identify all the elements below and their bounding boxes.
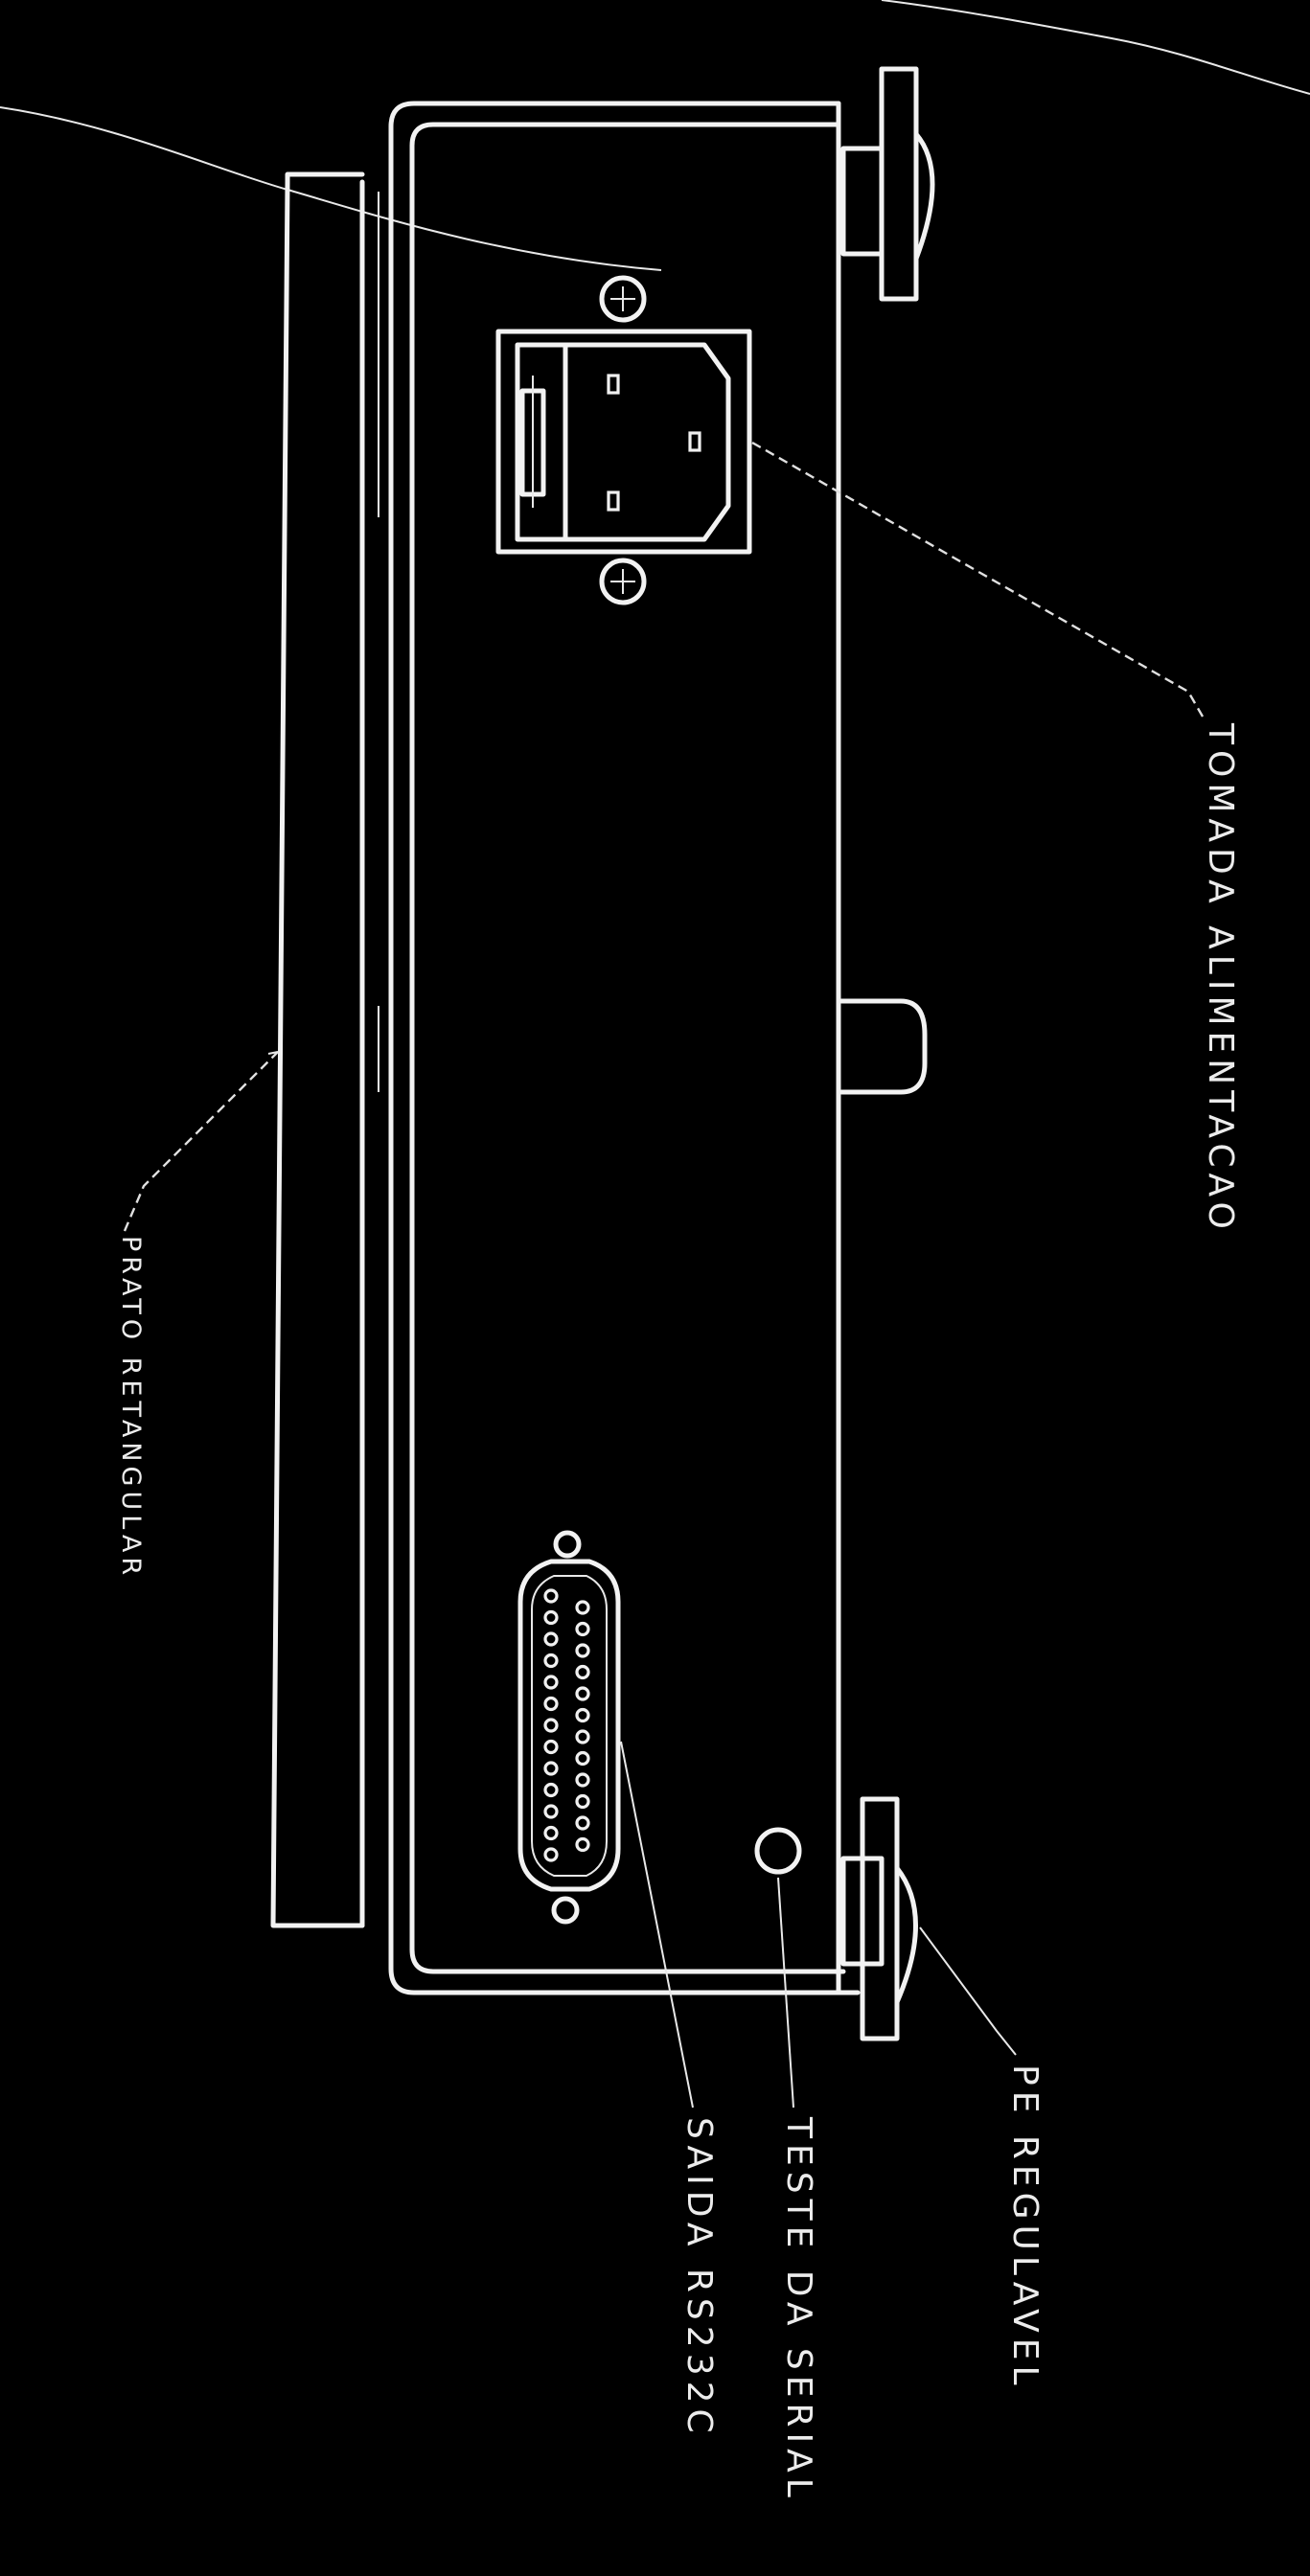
connector-pin: [575, 1750, 590, 1767]
rs232c-connector: [517, 1530, 621, 1925]
connector-pin: [543, 1739, 559, 1755]
connector-pin: [543, 1847, 559, 1862]
rear-tab: [839, 998, 928, 1095]
connector-pin: [575, 1686, 590, 1701]
label-prato-retangular: PRATO RETANGULAR: [116, 1236, 146, 1580]
serial-test-jack: [754, 1827, 802, 1875]
connector-pin: [543, 1631, 559, 1647]
connector-pin: [543, 1588, 559, 1604]
connector-pin: [575, 1772, 590, 1788]
connector-pins-row-2: [575, 1600, 590, 1853]
housing: [388, 101, 861, 1995]
label-tomada-alimentacao: TOMADA ALIMENTACAO: [1201, 722, 1240, 1235]
connector-pin: [543, 1761, 559, 1776]
rectangular-pan: [270, 171, 379, 1928]
connector-pin: [575, 1600, 590, 1615]
connector-pin: [543, 1782, 559, 1798]
connector-pin: [575, 1793, 590, 1810]
connector-pin: [543, 1718, 559, 1733]
label-pe-regulavel: PE REGULAVEL: [1005, 2064, 1045, 2391]
connector-pin: [543, 1653, 559, 1669]
connector-pin: [543, 1675, 559, 1690]
connector-pin: [543, 1825, 559, 1841]
label-teste-da-serial: TESTE DA SERIAL: [779, 2116, 818, 2503]
leader-lines: [123, 441, 1205, 2109]
connector-pin: [575, 1815, 590, 1831]
paper-crease: [0, 0, 1310, 271]
power-inlet: [495, 275, 752, 605]
connector-pin: [575, 1729, 590, 1744]
adjustable-foot-bottom: [840, 1796, 918, 2041]
connector-pin: [575, 1707, 590, 1723]
connector-pin: [543, 1609, 559, 1626]
connector-pins-row-1: [543, 1588, 559, 1862]
label-saida-rs232c: SAIDA RS232C: [679, 2117, 719, 2439]
connector-pin: [543, 1804, 559, 1819]
connector-pin: [575, 1836, 590, 1853]
adjustable-foot-top: [840, 66, 935, 302]
connector-pin: [575, 1643, 590, 1658]
connector-pin: [543, 1696, 559, 1712]
connector-pin: [575, 1664, 590, 1680]
connector-pin: [575, 1621, 590, 1637]
